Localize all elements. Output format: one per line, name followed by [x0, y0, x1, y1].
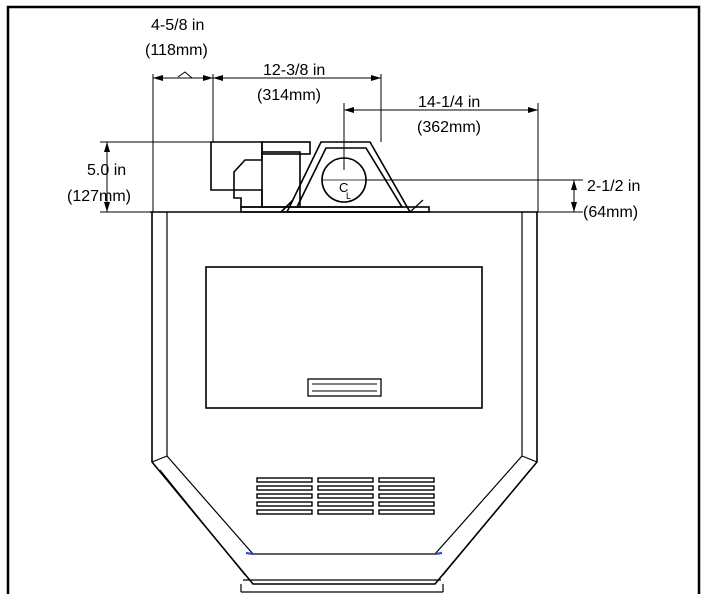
centerline-subscript: L — [346, 191, 351, 201]
vent-box-left — [210, 141, 263, 191]
vent-box-step — [233, 189, 263, 208]
louver-slot — [378, 493, 435, 499]
firebox-inner-outline — [166, 212, 523, 555]
label-center-to-edge-metric: (362mm) — [417, 119, 481, 136]
louver-slot — [256, 485, 313, 491]
vent-flange-left — [280, 199, 294, 213]
label-offset-width-imperial: 12-3/8 in — [263, 62, 325, 79]
dimension-arrowheads — [104, 75, 577, 212]
label-center-height-metric: (64mm) — [583, 204, 638, 221]
louver-slot — [378, 509, 435, 515]
label-top-left-width-metric: (118mm) — [145, 42, 208, 59]
diagram-frame — [6, 5, 701, 594]
louver-slot — [256, 493, 313, 499]
firebox-chamfer-line — [151, 455, 538, 593]
label-total-height-imperial: 5.0 in — [87, 162, 126, 179]
louver-slot — [317, 509, 374, 515]
label-center-to-edge-imperial: 14-1/4 in — [418, 94, 480, 111]
label-center-height-imperial: 2-1/2 in — [587, 178, 640, 195]
louver-slot — [317, 501, 374, 507]
vent-base-plate — [240, 206, 430, 213]
label-top-left-width-imperial: 4-5/8 in — [151, 17, 204, 34]
window-handle — [307, 378, 382, 397]
louver-slot — [317, 493, 374, 499]
firebox-outer-outline — [151, 212, 538, 585]
centerline-symbol: C — [339, 180, 348, 195]
louver-slot — [317, 485, 374, 491]
louver-slot — [256, 477, 313, 483]
top-vent-assembly — [210, 141, 430, 213]
accent-right — [434, 552, 443, 555]
label-total-height-metric: (127mm) — [67, 188, 131, 205]
louver-slot — [256, 509, 313, 515]
louver-slot — [256, 501, 313, 507]
vent-flange-right — [409, 199, 424, 213]
louver-slot — [378, 501, 435, 507]
louver-slot — [378, 477, 435, 483]
glass-window — [205, 266, 483, 409]
firebox-bottom-arc — [159, 469, 531, 576]
accent-left — [245, 552, 254, 555]
vent-top-cap — [261, 141, 311, 155]
louver-slot — [378, 485, 435, 491]
louver-group — [256, 477, 435, 515]
louver-slot — [317, 477, 374, 483]
label-offset-width-metric: (314mm) — [257, 87, 321, 104]
